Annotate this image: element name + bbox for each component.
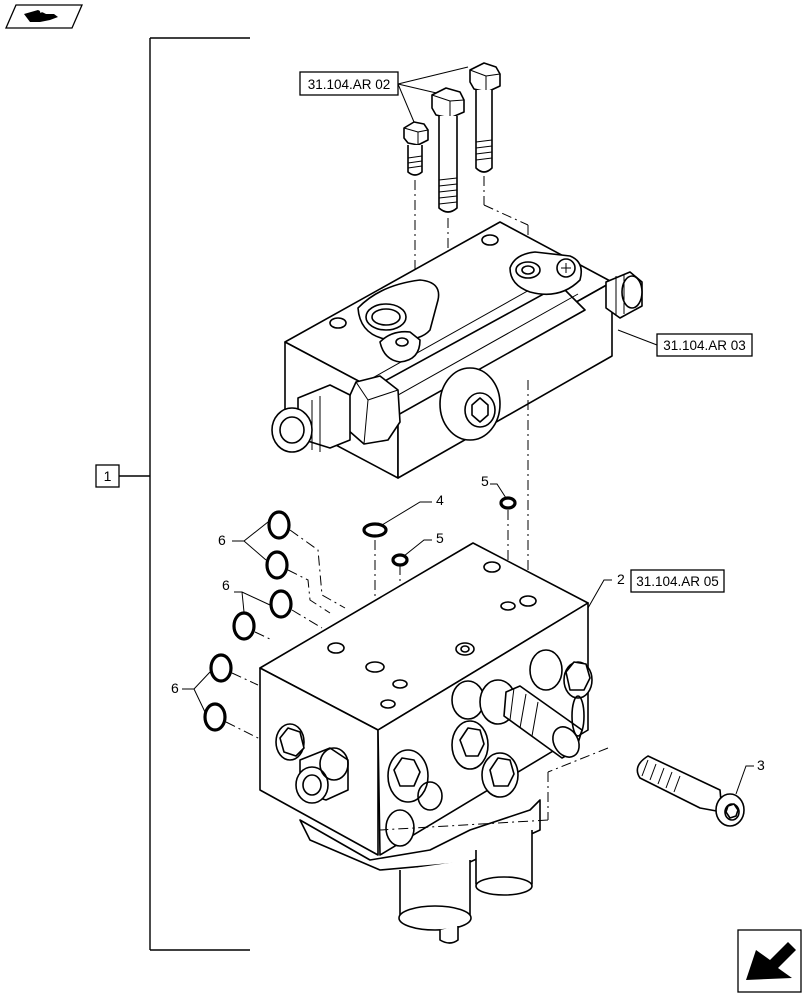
reference-valve-top-label: 31.104.AR 03 <box>663 338 746 353</box>
callout-5-upper: 5 <box>481 473 489 489</box>
o-rings-group-1: 6 <box>218 510 346 614</box>
upper-valve-body <box>271 221 643 479</box>
bolt-short <box>403 121 429 176</box>
callout-5-lower: 5 <box>436 530 444 546</box>
group-label-box[interactable]: 1 <box>95 464 120 488</box>
o-rings-group-2: 6 <box>222 577 323 641</box>
reference-valve-block-label: 31.104.AR 05 <box>636 574 719 589</box>
bolt-long <box>431 87 465 213</box>
callout-6-upper: 6 <box>218 532 226 548</box>
o-ring-small-lower <box>391 553 409 567</box>
reference-bolts-label: 31.104.AR 02 <box>308 77 391 92</box>
callout-2: 2 <box>617 571 625 587</box>
o-rings-group-3: 6 <box>171 653 263 741</box>
hand-pointer-icon[interactable] <box>5 4 83 29</box>
lower-valve-block <box>259 542 593 944</box>
reference-valve-top[interactable]: 31.104.AR 03 <box>656 333 753 357</box>
callout-6-middle: 6 <box>222 577 230 593</box>
next-page-arrow-icon[interactable] <box>737 929 802 993</box>
socket-head-screw <box>636 755 745 827</box>
bolt-medium <box>469 62 501 173</box>
reference-valve-block[interactable]: 31.104.AR 05 <box>630 569 725 593</box>
group-label: 1 <box>104 468 112 484</box>
callout-3: 3 <box>757 757 765 773</box>
callout-6-lower: 6 <box>171 680 179 696</box>
assembly-bracket <box>119 37 250 951</box>
o-ring-medium <box>362 522 388 538</box>
reference-bolts[interactable]: 31.104.AR 02 <box>299 71 399 96</box>
callout-4: 4 <box>436 492 444 508</box>
o-ring-small-upper <box>499 496 517 510</box>
